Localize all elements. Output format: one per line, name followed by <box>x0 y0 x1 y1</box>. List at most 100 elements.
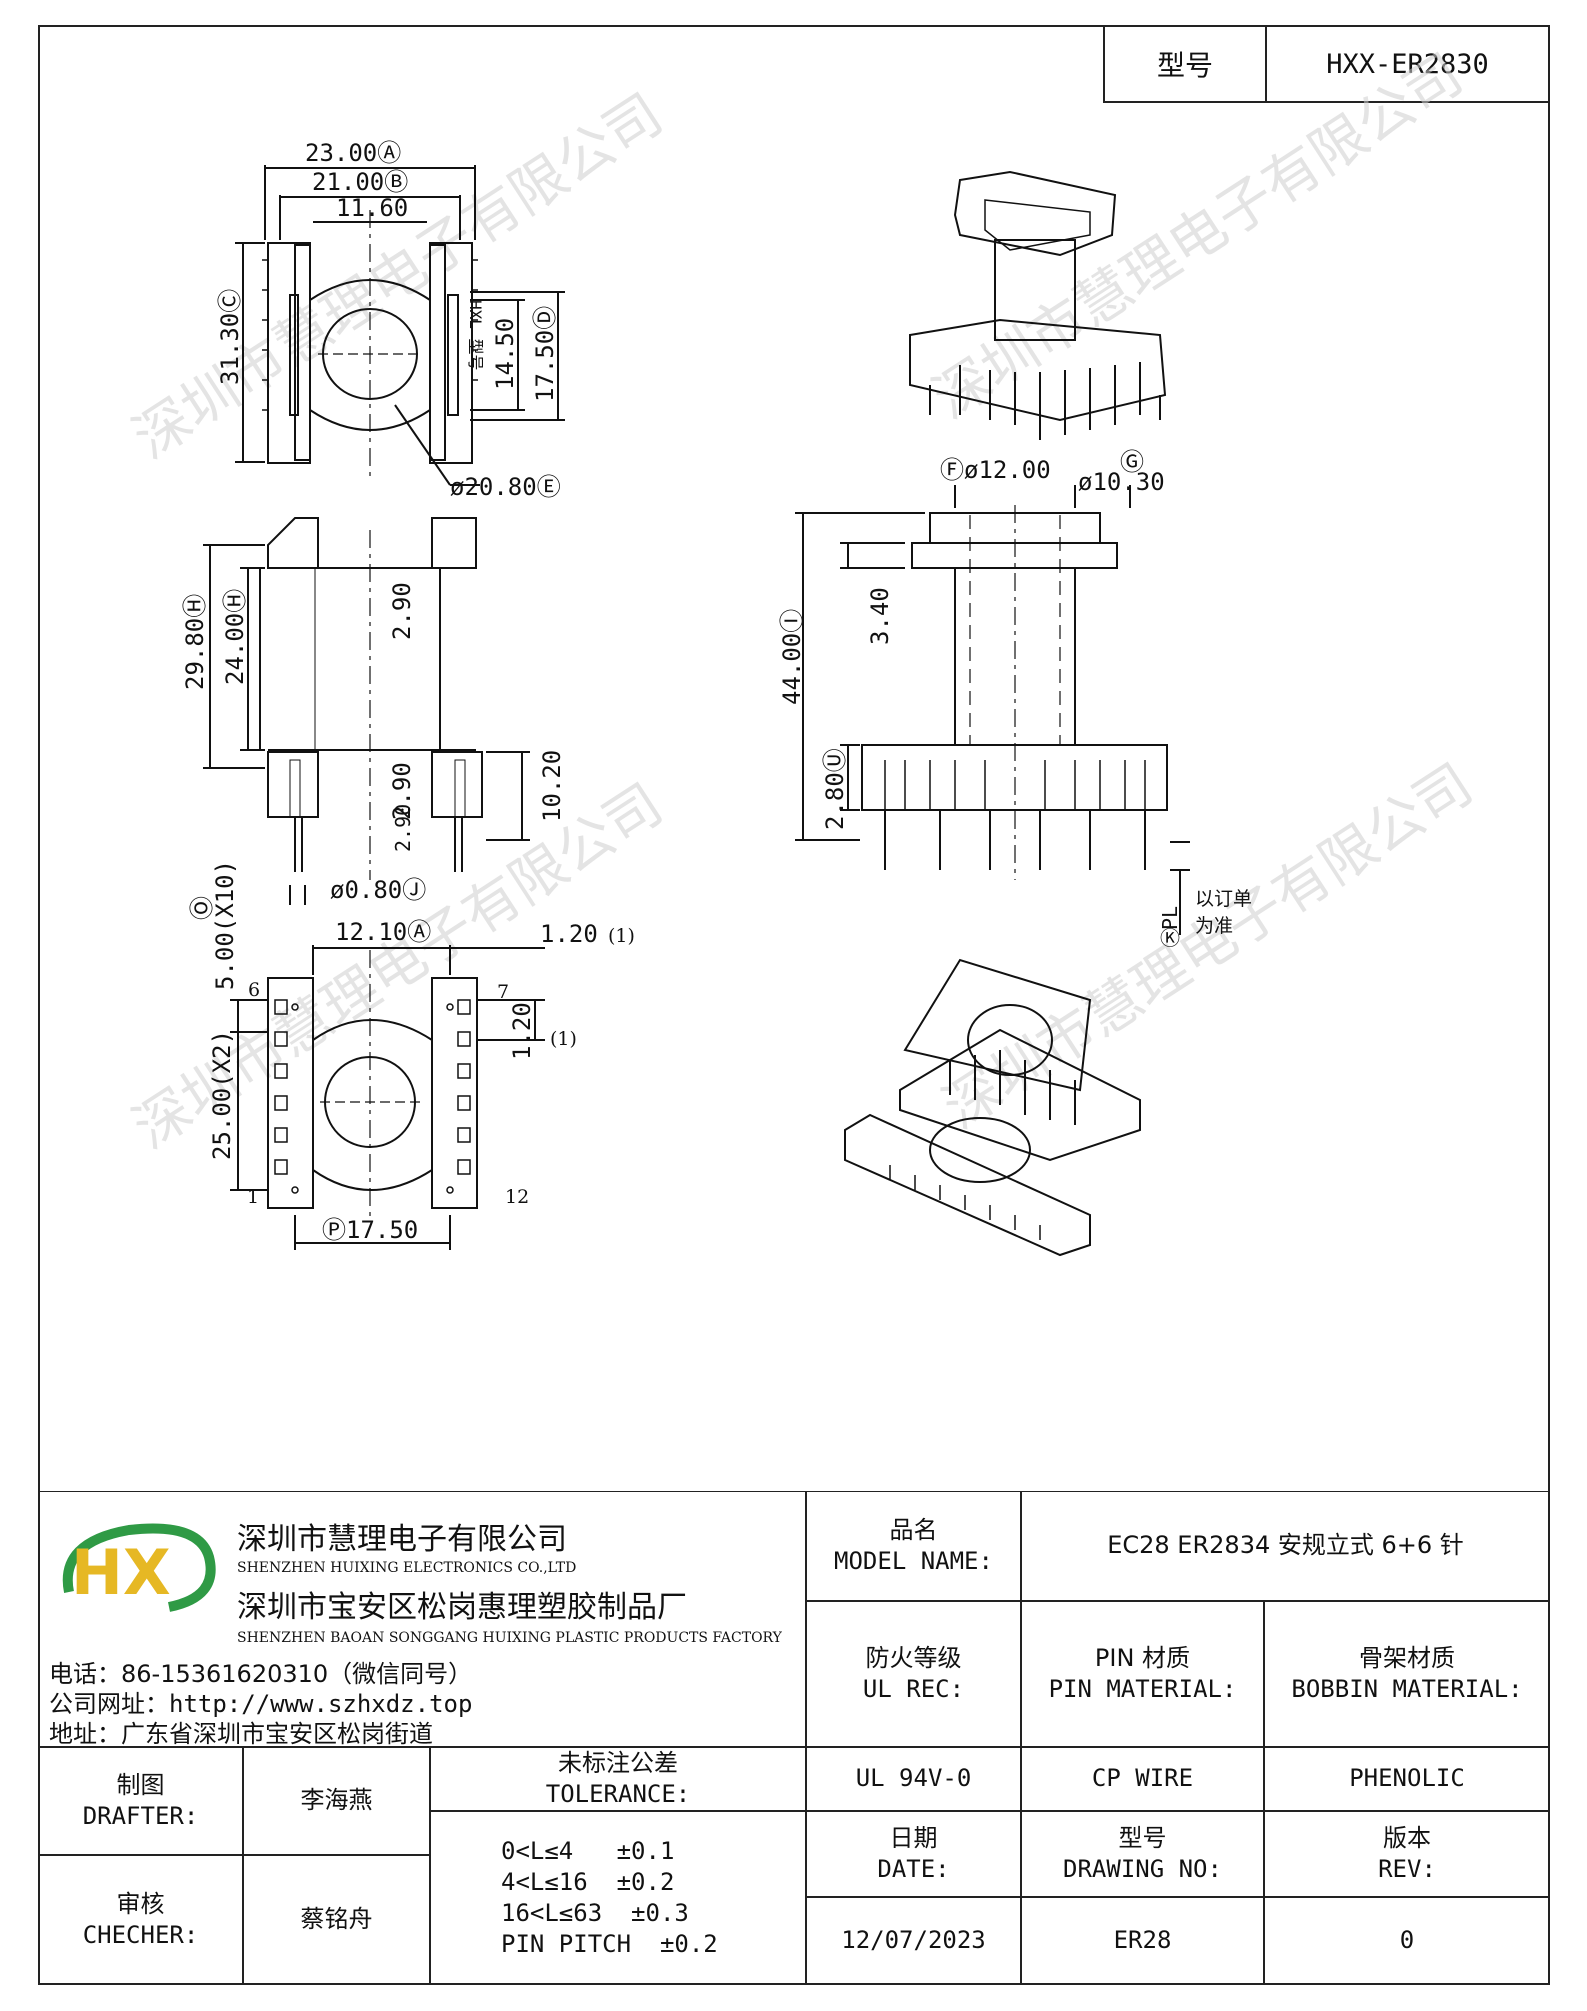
tolerance-line-4: PIN PITCH ±0.2 <box>501 1930 718 1959</box>
pin-cn: PIN 材质 <box>1094 1643 1191 1672</box>
dim-side-0-8: ø0.80Ⓙ <box>330 876 426 904</box>
dim-bottom-1-2a: 1.20 <box>540 920 598 948</box>
dim-side-29-8: 29.80Ⓗ <box>181 594 209 690</box>
company-logo: HX <box>62 1523 216 1612</box>
dim-sec-44: 44.00Ⓘ <box>778 609 806 705</box>
bobbin-cn: 骨架材质 <box>1359 1643 1455 1672</box>
dim-bottom-5-tag: Ⓞ <box>188 896 216 920</box>
dim-top-31-3: 31.30Ⓒ <box>216 289 244 385</box>
dim-top-11-6: 11.60 <box>336 194 408 222</box>
dim-side-2-9a: 2.90 <box>388 582 416 640</box>
company-info: HX 深圳市慧理电子有限公司 SHENZHEN HUIXING ELECTRON… <box>38 1491 806 1748</box>
tolerance-table: 0<L≤4 ±0.1 4<L≤16 ±0.2 16<L≤63 ±0.3 PIN … <box>430 1811 806 1985</box>
ul-rec-label: 防火等级 UL REC: <box>806 1601 1021 1747</box>
date-value: 12/07/2023 <box>806 1897 1021 1985</box>
tolerance-line-2: 4<L≤16 ±0.2 <box>501 1867 675 1896</box>
dim-sec-2-8: 2.80Ⓤ <box>821 748 849 830</box>
dim-top-21: 21.00Ⓑ <box>312 168 408 196</box>
dim-sec-12: Ⓕø12.00 <box>940 456 1051 484</box>
model-name-text: EC28 ER2834 安规立式 6+6 针 <box>1107 1531 1464 1560</box>
dim-top-14-5: 14.50 <box>491 318 519 390</box>
ul-value-text: UL 94V-0 <box>855 1764 972 1793</box>
factory-name-en: SHENZHEN BAOAN SONGGANG HUIXING PLASTIC … <box>237 1630 782 1646</box>
bobbin-en: BOBBIN MATERIAL: <box>1291 1675 1523 1703</box>
model-name-cn: 品名 <box>889 1515 938 1544</box>
top-view-labels: 23.00Ⓐ 21.00Ⓑ 11.60 31.30Ⓒ 14.50 17.50Ⓓ … <box>216 139 561 501</box>
drafter-name-text: 李海燕 <box>300 1786 373 1815</box>
checker-en: CHECHER: <box>82 1921 199 1949</box>
bobbin-value-text: PHENOLIC <box>1349 1764 1465 1793</box>
dim-sec-tag-g: Ⓖ <box>1120 448 1144 476</box>
rev-en: REV: <box>1378 1855 1436 1883</box>
drafter-en: DRAFTER: <box>82 1802 199 1830</box>
pin-en: PIN MATERIAL: <box>1048 1675 1237 1703</box>
dim-top-20-8: ø20.80Ⓔ <box>450 473 561 501</box>
drawing-no-value-text: ER28 <box>1113 1926 1172 1955</box>
title-block: HX 深圳市慧理电子有限公司 SHENZHEN HUIXING ELECTRON… <box>38 1491 1550 1985</box>
company-name-en: SHENZHEN HUIXING ELECTRONICS CO.,LTD <box>237 1560 577 1576</box>
bottom-view <box>230 945 545 1250</box>
tolerance-label: 未标注公差 TOLERANCE: <box>430 1747 806 1811</box>
dim-sec-10-3: ø10.30 <box>1078 468 1165 496</box>
rev-cn: 版本 <box>1383 1823 1431 1852</box>
model-label: 型号 <box>1105 27 1267 101</box>
isometric-view-exploded <box>844 958 1141 1257</box>
dim-bottom-25-x2: 25.00(X2) <box>208 1030 236 1160</box>
pin-12-label: 12 <box>505 1186 529 1208</box>
tolerance-line-1: 0<L≤4 ±0.1 <box>501 1836 675 1865</box>
date-label: 日期 DATE: <box>806 1811 1021 1897</box>
factory-name-cn: 深圳市宝安区松岗惠理塑胶制品厂 <box>237 1590 687 1625</box>
dim-sec-pl: PL <box>1158 906 1182 930</box>
checker-name-text: 蔡铭舟 <box>300 1905 373 1934</box>
dim-bottom-12-1: 12.10Ⓐ <box>335 918 431 946</box>
logo-text: HX <box>71 1536 171 1609</box>
bobbin-marking: HXL 型号 <box>466 300 485 371</box>
technical-drawing: 深圳市慧理电子有限公司 深圳市慧理电子有限公司 深圳市慧理电子有限公司 深圳市慧… <box>122 42 1484 1257</box>
model-number-box: 型号 HXX-ER2830 <box>1103 25 1550 103</box>
drawing-no-en: DRAWING NO: <box>1063 1855 1222 1883</box>
tolerance-line-3: 16<L≤63 ±0.3 <box>501 1899 689 1927</box>
company-name-cn: 深圳市慧理电子有限公司 <box>237 1522 567 1557</box>
pin-7-label: 7 <box>497 981 509 1003</box>
drawing-no-value: ER28 <box>1021 1897 1264 1985</box>
checker-name: 蔡铭舟 <box>243 1855 430 1985</box>
dim-bottom-1-2a-note: (1) <box>608 925 635 947</box>
section-view-labels: Ⓕø12.00 Ⓖ ø10.30 3.40 44.00Ⓘ 2.80Ⓤ PL Ⓚ … <box>778 448 1252 950</box>
ul-cn: 防火等级 <box>865 1643 962 1672</box>
dim-sec-pl-tag: Ⓚ <box>1160 926 1180 950</box>
website: 公司网址：http://www.szhxdz.top <box>49 1690 473 1718</box>
checker-label: 审核 CHECHER: <box>38 1855 243 1985</box>
side-view <box>203 517 530 905</box>
rev-value: 0 <box>1264 1897 1550 1985</box>
drafter-cn: 制图 <box>116 1770 165 1799</box>
model-name-value: EC28 ER2834 安规立式 6+6 针 <box>1021 1491 1550 1601</box>
bottom-view-labels: 12.10Ⓐ 1.20 (1) 5.00(X10) Ⓞ 1.20 (1) 25.… <box>188 860 635 1244</box>
dim-bottom-5-x10: 5.00(X10) <box>211 860 239 990</box>
rev-label: 版本 REV: <box>1264 1811 1550 1897</box>
pin-material-label: PIN 材质 PIN MATERIAL: <box>1021 1601 1264 1747</box>
date-en: DATE: <box>877 1855 950 1883</box>
rev-value-text: 0 <box>1399 1926 1415 1955</box>
model-value: HXX-ER2830 <box>1326 48 1489 80</box>
isometric-view-assembled <box>909 170 1167 440</box>
address: 地址：广东省深圳市宝安区松岗街道 <box>49 1720 433 1748</box>
ul-value: UL 94V-0 <box>806 1747 1021 1811</box>
dim-bottom-17-5: Ⓟ17.50 <box>322 1216 418 1244</box>
pin-material-value: CP WIRE <box>1021 1747 1264 1811</box>
tolerance-cn: 未标注公差 <box>558 1748 678 1777</box>
drafter-name: 李海燕 <box>243 1747 430 1855</box>
dim-side-2-9c: 2.90 <box>391 804 415 852</box>
pin-value-text: CP WIRE <box>1091 1764 1194 1793</box>
dim-top-23: 23.00Ⓐ <box>305 139 401 167</box>
bobbin-material-value: PHENOLIC <box>1264 1747 1550 1811</box>
dim-bottom-1-2b-note: (1) <box>550 1028 577 1050</box>
ul-en: UL REC: <box>862 1675 965 1703</box>
pl-note-1: 以订单 <box>1195 888 1252 910</box>
dim-top-17-5: 17.50Ⓓ <box>531 306 559 402</box>
model-name-en: MODEL NAME: <box>834 1547 993 1575</box>
top-view <box>235 165 565 486</box>
pin-6-label: 6 <box>248 979 260 1001</box>
drawing-no-cn: 型号 <box>1118 1823 1167 1852</box>
bobbin-material-label: 骨架材质 BOBBIN MATERIAL: <box>1264 1601 1550 1747</box>
drafter-label: 制图 DRAFTER: <box>38 1747 243 1855</box>
